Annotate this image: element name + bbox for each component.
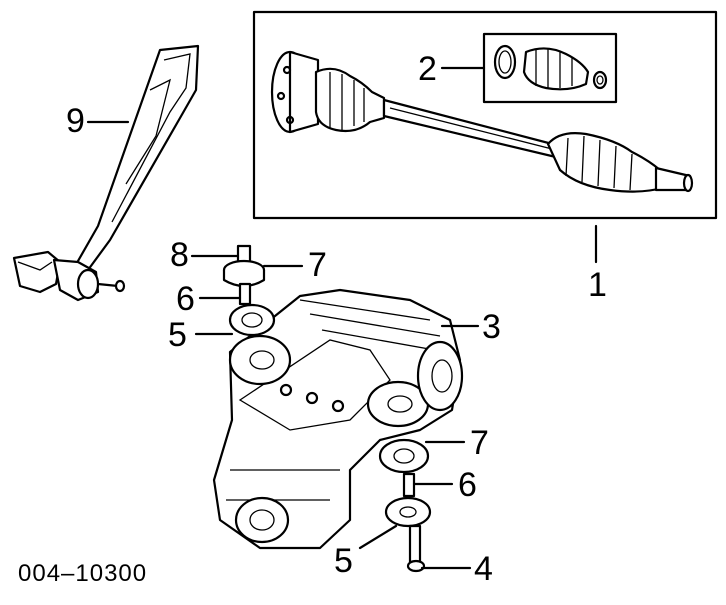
callout-1: 1 bbox=[588, 266, 607, 304]
callout-9: 9 bbox=[66, 102, 85, 140]
callout-4: 4 bbox=[474, 550, 493, 588]
boot-kit-drawing bbox=[493, 44, 608, 91]
callout-3: 3 bbox=[482, 308, 501, 346]
callout-5-lower: 5 bbox=[334, 542, 353, 580]
leader-lines bbox=[86, 66, 598, 570]
callout-7-lower: 7 bbox=[470, 424, 489, 462]
differential-housing-drawing bbox=[212, 288, 464, 550]
axle-shaft-drawing bbox=[270, 50, 694, 193]
callout-2: 2 bbox=[418, 50, 437, 88]
upper-isolator-stack bbox=[222, 244, 276, 337]
callout-5-upper: 5 bbox=[168, 316, 187, 354]
callout-7-upper: 7 bbox=[308, 246, 327, 284]
mounting-bracket-drawing bbox=[12, 44, 200, 302]
lower-isolator-stack bbox=[378, 438, 432, 573]
diagram-part-number: 004–10300 bbox=[18, 560, 148, 587]
callout-6-lower: 6 bbox=[458, 466, 477, 504]
callout-6-upper: 6 bbox=[176, 280, 195, 318]
callout-8: 8 bbox=[170, 236, 189, 274]
